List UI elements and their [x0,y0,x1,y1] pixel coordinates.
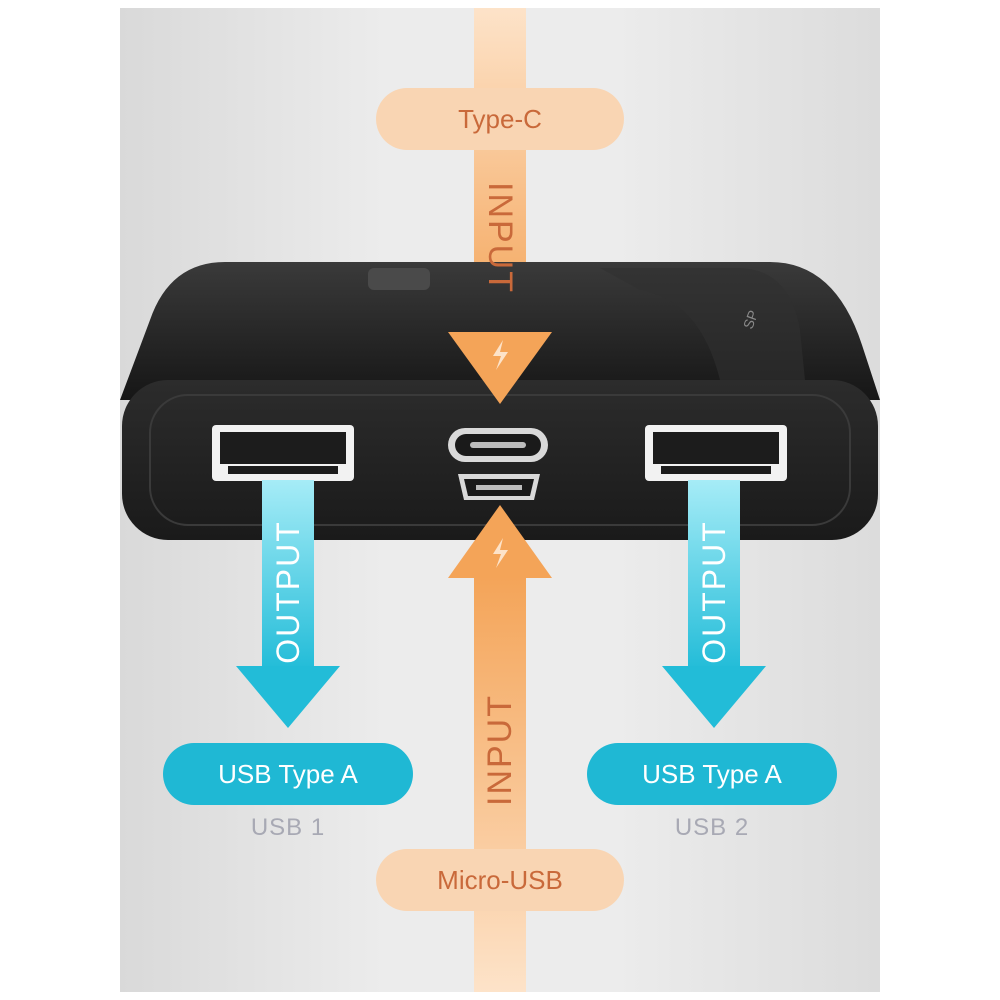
usb-type-a-right-label: USB Type A [587,743,837,805]
type-c-label: Type-C [376,88,624,150]
output-left-direction-label: OUTPUT [270,520,306,664]
type-c-port [448,428,548,462]
output-right-direction-label: OUTPUT [696,520,732,664]
usb-type-a-left-text: USB Type A [218,758,358,789]
usb-a-port-right [645,425,787,481]
input-bottom-direction-label: INPUT [481,694,519,806]
usb-type-a-right-text: USB Type A [642,758,782,789]
usb-1-label: USB 1 [250,814,326,841]
output-left-stem [262,480,314,670]
output-left-arrow-head [236,666,340,728]
usb-type-a-left-label: USB Type A [163,743,413,805]
svg-text:SP: SP [740,308,761,331]
input-top-direction-label: INPUT [481,182,519,294]
output-right-stem [688,480,740,670]
input-top-arrow-head [448,332,552,404]
lightning-bolt-icon [493,340,508,370]
indicator-button [368,268,430,290]
output-right-arrow-head [662,666,766,728]
usb-a-port-left [212,425,354,481]
input-bottom-stem [474,576,526,992]
usb-2-label: USB 2 [674,814,750,841]
type-c-label-text: Type-C [458,103,542,134]
lightning-bolt-icon [493,538,508,568]
input-bottom-arrow-head [448,505,552,578]
micro-usb-port [458,474,540,500]
micro-usb-label-text: Micro-USB [437,864,563,895]
micro-usb-label: Micro-USB [376,849,624,911]
